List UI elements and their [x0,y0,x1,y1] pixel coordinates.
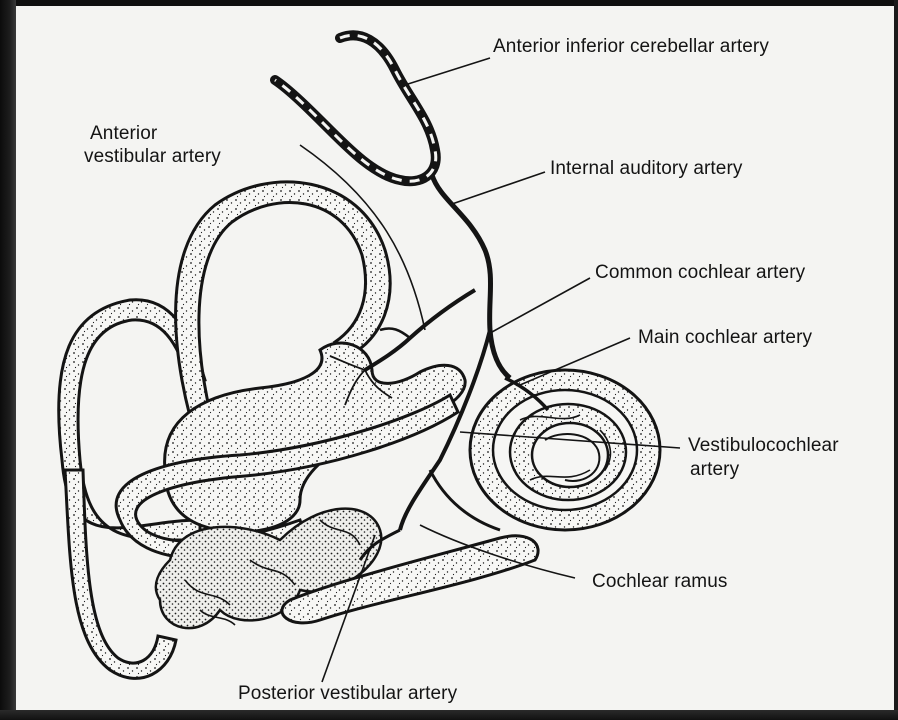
label-cochlear-ramus: Cochlear ramus [592,571,728,593]
label-posterior-vestibular-artery: Posterior vestibular artery [238,683,457,705]
label-main-cochlear-artery: Main cochlear artery [638,327,812,349]
label-aica: Anterior inferior cerebellar artery [493,36,769,58]
label-common-cochlear-artery: Common cochlear artery [595,262,805,284]
cochlea-spiral [470,370,660,530]
label-anterior-vestibular-line1: Anterior [90,123,157,145]
label-vestibulocochlear-line2: artery [690,459,739,481]
label-internal-auditory-artery: Internal auditory artery [550,158,743,180]
label-vestibulocochlear-line1: Vestibulocochlear [688,435,839,457]
label-anterior-vestibular-line2: vestibular artery [84,146,221,168]
